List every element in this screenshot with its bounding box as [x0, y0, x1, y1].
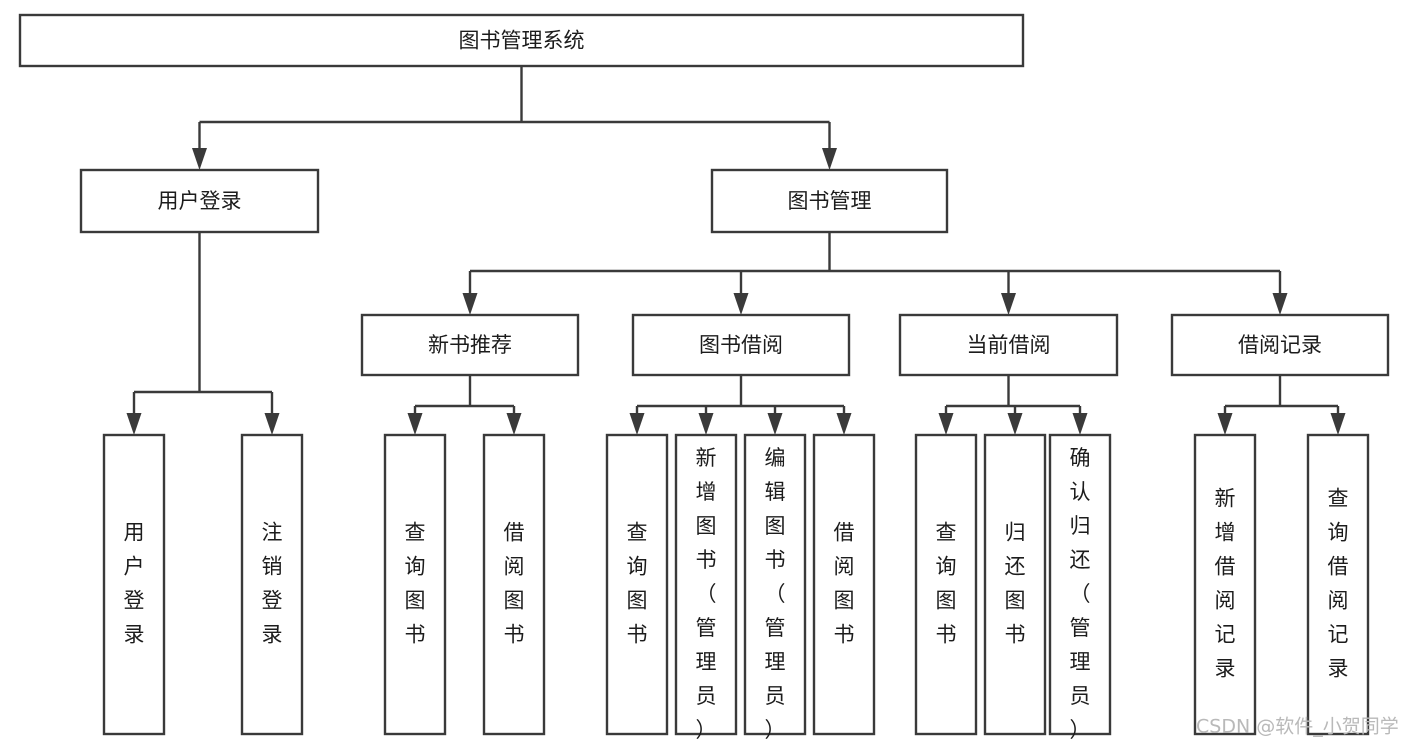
node-box-new-book-recommend[interactable] [360, 313, 580, 377]
node-label-book-management: 图书管理 [788, 189, 872, 213]
node-leaf-user-login[interactable]: 用户登录 [102, 433, 166, 736]
arrow-head-icon [767, 413, 783, 435]
node-label-leaf-logout: 注销登录 [262, 521, 283, 647]
arrow-head-icon [698, 413, 714, 435]
node-leaf-query-book-recommend[interactable]: 查询图书 [383, 433, 447, 736]
arrow-head-icon [506, 413, 522, 435]
node-label-leaf-query-borrow-record: 查询借阅记录 [1328, 487, 1349, 681]
node-label-leaf-query-book-recommend: 查询图书 [405, 521, 426, 647]
node-label-leaf-query-book-current: 查询图书 [936, 521, 957, 647]
arrow-head-icon [1272, 293, 1288, 315]
node-label-leaf-user-login: 用户登录 [124, 521, 145, 647]
node-box-borrow-record[interactable] [1170, 313, 1390, 377]
node-box-leaf-query-book-borrow[interactable] [605, 433, 669, 736]
node-box-book-borrow[interactable] [631, 313, 851, 377]
arrow-head-icon [1330, 413, 1346, 435]
node-leaf-add-book[interactable]: 新增图书（管理员） [674, 433, 738, 742]
node-box-leaf-user-login[interactable] [102, 433, 166, 736]
node-label-leaf-confirm-return: 确认归还（管理员） [1070, 446, 1091, 742]
connector-layer [126, 66, 1346, 435]
node-box-user-login[interactable] [79, 168, 320, 234]
node-box-current-borrow[interactable] [898, 313, 1119, 377]
arrow-head-icon [126, 413, 142, 435]
node-leaf-return-book[interactable]: 归还图书 [983, 433, 1047, 736]
arrow-head-icon [629, 413, 645, 435]
node-book-borrow[interactable]: 图书借阅 [631, 313, 851, 377]
arrow-head-icon [407, 413, 423, 435]
node-label-leaf-add-book: 新增图书（管理员） [696, 446, 717, 742]
arrow-head-icon [733, 293, 749, 315]
node-label-borrow-record: 借阅记录 [1238, 333, 1322, 357]
node-box-root[interactable] [18, 13, 1025, 68]
arrow-head-icon [1072, 413, 1088, 435]
node-leaf-logout[interactable]: 注销登录 [240, 433, 304, 736]
node-box-leaf-confirm-return[interactable] [1048, 433, 1112, 736]
node-leaf-borrow-book[interactable]: 借阅图书 [812, 433, 876, 736]
node-box-leaf-add-book[interactable] [674, 433, 738, 736]
node-leaf-confirm-return[interactable]: 确认归还（管理员） [1048, 433, 1112, 742]
node-box-leaf-return-book[interactable] [983, 433, 1047, 736]
arrow-head-icon [836, 413, 852, 435]
arrow-head-icon [822, 148, 837, 170]
node-box-leaf-edit-book[interactable] [743, 433, 807, 736]
node-leaf-query-book-current[interactable]: 查询图书 [914, 433, 978, 736]
node-label-root: 图书管理系统 [459, 29, 585, 53]
node-box-leaf-query-book-current[interactable] [914, 433, 978, 736]
node-box-leaf-query-borrow-record[interactable] [1306, 433, 1370, 736]
node-label-leaf-query-book-borrow: 查询图书 [627, 521, 648, 647]
node-leaf-query-book-borrow[interactable]: 查询图书 [605, 433, 669, 736]
arrow-head-icon [938, 413, 954, 435]
arrow-head-icon [264, 413, 280, 435]
node-label-user-login: 用户登录 [158, 189, 242, 213]
arrow-head-icon [1007, 413, 1023, 435]
node-box-leaf-borrow-book[interactable] [812, 433, 876, 736]
node-leaf-edit-book[interactable]: 编辑图书（管理员） [743, 433, 807, 742]
node-new-book-recommend[interactable]: 新书推荐 [360, 313, 580, 377]
node-label-leaf-return-book: 归还图书 [1005, 521, 1026, 647]
node-box-leaf-add-borrow-record[interactable] [1193, 433, 1257, 736]
arrow-head-icon [192, 148, 207, 170]
node-label-book-borrow: 图书借阅 [699, 333, 783, 357]
watermark-label: CSDN @软件_小贺同学 [1196, 716, 1399, 738]
node-root[interactable]: 图书管理系统 [18, 13, 1025, 68]
arrow-head-icon [1001, 293, 1016, 315]
node-label-leaf-borrow-book-recommend: 借阅图书 [504, 521, 525, 647]
node-box-leaf-logout[interactable] [240, 433, 304, 736]
node-label-leaf-borrow-book: 借阅图书 [834, 521, 855, 647]
arrow-head-icon [462, 293, 478, 315]
node-current-borrow[interactable]: 当前借阅 [898, 313, 1119, 377]
node-label-new-book-recommend: 新书推荐 [428, 333, 512, 357]
node-leaf-query-borrow-record[interactable]: 查询借阅记录 [1306, 433, 1370, 736]
node-user-login[interactable]: 用户登录 [79, 168, 320, 234]
node-borrow-record[interactable]: 借阅记录 [1170, 313, 1390, 377]
node-box-leaf-borrow-book-recommend[interactable] [482, 433, 546, 736]
node-label-current-borrow: 当前借阅 [967, 333, 1051, 357]
node-book-management[interactable]: 图书管理 [710, 168, 949, 234]
node-label-leaf-edit-book: 编辑图书（管理员） [765, 446, 786, 742]
arrow-head-icon [1217, 413, 1233, 435]
node-label-leaf-add-borrow-record: 新增借阅记录 [1215, 487, 1236, 681]
node-leaf-add-borrow-record[interactable]: 新增借阅记录 [1193, 433, 1257, 736]
node-leaf-borrow-book-recommend[interactable]: 借阅图书 [482, 433, 546, 736]
node-box-book-management[interactable] [710, 168, 949, 234]
node-layer: 图书管理系统用户登录图书管理新书推荐图书借阅当前借阅借阅记录用户登录注销登录查询… [18, 13, 1390, 742]
node-box-leaf-query-book-recommend[interactable] [383, 433, 447, 736]
